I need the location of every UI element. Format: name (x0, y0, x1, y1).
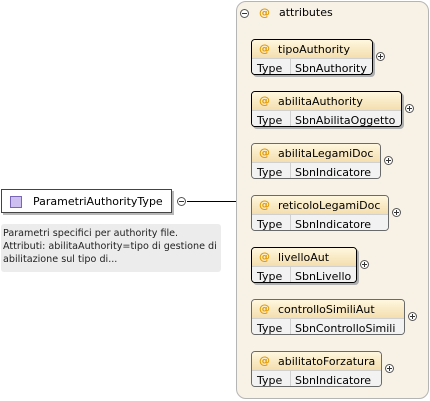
attribute-type-value: SbnAbilitaOggetto (295, 114, 396, 127)
attribute-name: controlloSimiliAut (278, 303, 375, 316)
type-row-divider (290, 267, 291, 282)
attribute-name: abilitaLegamiDoc (278, 147, 374, 160)
attribute-at-icon: @ (259, 94, 270, 107)
element-box[interactable]: ParametriAuthorityType (1, 189, 172, 213)
attribute-header: @ reticoloLegamiDoc (252, 196, 388, 214)
doc-line-2: Attributi: abilitaAuthority=tipo di gest… (3, 241, 217, 252)
collapse-element-icon[interactable] (177, 197, 186, 206)
type-row-divider (290, 163, 291, 178)
attribute-type-value: SbnIndicatore (295, 374, 372, 387)
type-row-divider (290, 371, 291, 386)
attribute-at-icon: @ (259, 42, 270, 55)
type-row-divider (290, 111, 291, 126)
expand-attribute-icon[interactable] (405, 104, 414, 113)
attribute-name: tipoAuthority (278, 43, 350, 56)
connector-main (187, 201, 236, 202)
doc-line-1: Parametri specifici per authority file. (3, 228, 179, 239)
expand-attribute-icon[interactable] (384, 156, 393, 165)
type-row-divider (290, 215, 291, 230)
attribute-type-row: Type SbnIndicatore (252, 162, 380, 178)
attribute-header: @ abilitatoForzatura (252, 352, 381, 370)
attribute-type-row: Type SbnControlloSimili (252, 318, 404, 334)
attribute-name: abilitatoForzatura (278, 355, 376, 368)
attribute-type-label: Type (257, 166, 283, 179)
attribute-header: @ controlloSimiliAut (252, 300, 404, 318)
expand-attribute-icon[interactable] (392, 208, 401, 217)
attribute-type-row: Type SbnIndicatore (252, 370, 381, 386)
doc-line-3: abilitazione sul tipo di... (3, 254, 118, 265)
attribute-at-icon: @ (259, 250, 270, 263)
expand-attribute-icon[interactable] (408, 312, 417, 321)
attribute-type-label: Type (257, 270, 283, 283)
expand-attribute-icon[interactable] (376, 52, 385, 61)
attribute-header: @ livelloAut (252, 248, 356, 266)
attribute-header: @ abilitaLegamiDoc (252, 144, 380, 162)
attribute-type-value: SbnLivello (295, 270, 352, 283)
attributes-group-title: attributes (279, 6, 333, 19)
attribute-type-row: Type SbnLivello (252, 266, 356, 282)
type-row-divider (290, 59, 291, 74)
attribute-at-icon: @ (259, 198, 270, 211)
attribute-type-label: Type (257, 62, 283, 75)
attribute-type-value: SbnAuthority (295, 62, 367, 75)
collapse-attributes-icon[interactable] (240, 9, 249, 18)
attribute-type-row: Type SbnAuthority (252, 58, 372, 74)
attribute-type-row: Type SbnIndicatore (252, 214, 388, 230)
attribute-type-value: SbnControlloSimili (295, 322, 396, 335)
expand-attribute-icon[interactable] (360, 260, 369, 269)
attribute-type-label: Type (257, 374, 283, 387)
attribute-header: @ tipoAuthority (252, 40, 372, 58)
expand-attribute-icon[interactable] (385, 364, 394, 373)
attribute-type-label: Type (257, 114, 283, 127)
type-row-divider (290, 319, 291, 334)
attribute-header: @ abilitaAuthority (252, 92, 401, 110)
attribute-type-label: Type (257, 322, 283, 335)
attribute-type-value: SbnIndicatore (295, 218, 372, 231)
attribute-at-icon: @ (259, 354, 270, 367)
attribute-type-row: Type SbnAbilitaOggetto (252, 110, 401, 126)
attribute-type-label: Type (257, 218, 283, 231)
complex-type-icon (10, 196, 22, 208)
attribute-at-icon: @ (259, 146, 270, 159)
attribute-type-value: SbnIndicatore (295, 166, 372, 179)
attribute-name: reticoloLegamiDoc (278, 199, 381, 212)
attribute-name: abilitaAuthority (278, 95, 363, 108)
attribute-name: livelloAut (278, 251, 330, 264)
documentation-note: Parametri specifici per authority file. … (1, 224, 221, 272)
attribute-at-icon: @ (259, 6, 270, 19)
element-name: ParametriAuthorityType (33, 195, 163, 208)
attribute-at-icon: @ (259, 302, 270, 315)
